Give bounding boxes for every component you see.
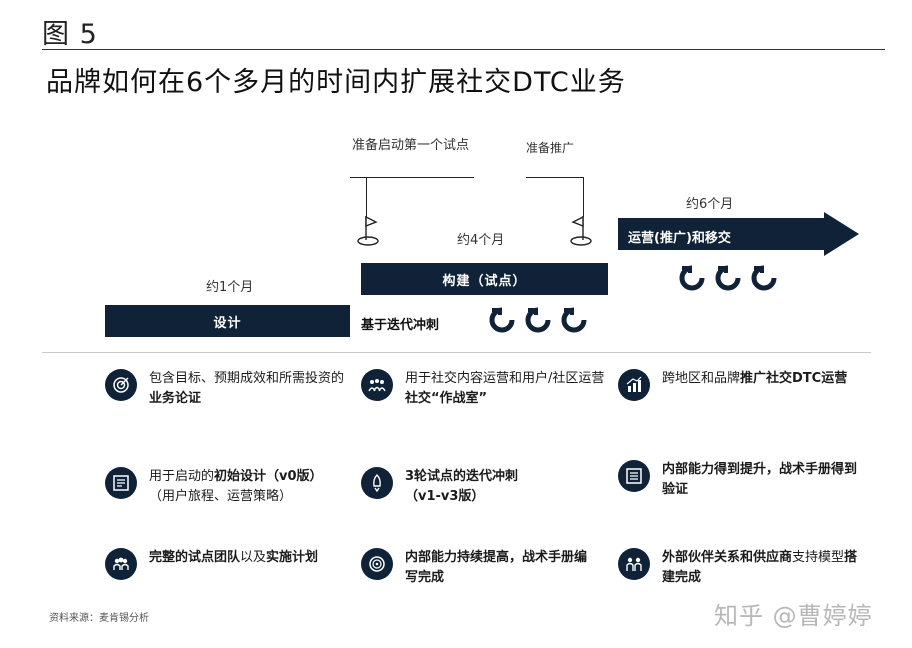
- feature-item: 3轮试点的迭代冲刺 （v1-v3版）: [361, 467, 606, 507]
- flag-icon: [357, 215, 379, 246]
- feature-item: 内部能力得到提升，战术手册得到验证: [618, 460, 868, 500]
- growth-chart-icon: [618, 369, 650, 401]
- feature-item: 外部伙伴关系和供应商支持模型搭建完成: [618, 548, 868, 588]
- feature-item: 完整的试点团队以及实施计划: [105, 548, 355, 580]
- feature-text-bold: 初始设计（v0版）: [214, 469, 323, 484]
- target-icon: [105, 369, 137, 401]
- feature-text: 支持模型: [792, 550, 845, 565]
- cycle-icon: [679, 265, 705, 291]
- feature-text-bold: 3轮试点的迭代冲刺: [405, 469, 519, 484]
- cycle-icon: [525, 307, 551, 333]
- gauge-icon: [361, 548, 393, 580]
- rocket-icon: [361, 467, 393, 499]
- feature-item: 内部能力持续提高，战术手册编写完成: [361, 548, 596, 588]
- milestone-pilot-label: 准备启动第一个试点: [352, 138, 470, 153]
- cycle-icon: [715, 265, 741, 291]
- phase-operate-arrow: [618, 212, 859, 256]
- cycle-icon: [489, 307, 515, 333]
- milestone-promo-label: 准备推广: [526, 141, 575, 155]
- cycle-icon: [751, 265, 777, 291]
- team-icon: [105, 548, 137, 580]
- figure-label: 图 5: [42, 19, 98, 50]
- cycle-icon: [561, 307, 587, 333]
- checklist-icon: [618, 460, 650, 492]
- phase-operate-duration: 约6个月: [686, 197, 734, 212]
- sprint-cycles: [488, 306, 588, 334]
- feature-item: 跨地区和品牌推广社交DTC运营: [618, 369, 868, 401]
- feature-text-bold: 实施计划: [266, 550, 319, 565]
- phase-design-label: 设计: [213, 315, 242, 331]
- feature-text-bold: 业务论证: [149, 391, 202, 406]
- feature-text-tail: （v1-v3版）: [405, 489, 485, 504]
- phase-build-note: 基于迭代冲刺: [361, 318, 440, 333]
- blueprint-icon: [105, 467, 137, 499]
- feature-text-bold: 内部能力得到提升，战术手册得到验证: [662, 462, 858, 497]
- feature-text-bold: 外部伙伴关系和供应商: [662, 550, 793, 565]
- feature-text: 用于社交内容运营和用户/社区运营: [405, 371, 605, 386]
- phase-design-duration: 约1个月: [206, 280, 254, 295]
- feature-item: 包含目标、预期成效和所需投资的业务论证: [105, 369, 353, 409]
- feature-text-bold: 搭建完成: [662, 550, 858, 585]
- milestone-promo-bracket: [526, 177, 584, 178]
- phase-build-bar: 构建（试点）: [361, 263, 608, 295]
- milestone-pilot-bracket: [350, 177, 474, 178]
- milestone-pilot-pole: [366, 177, 367, 217]
- watermark: 知乎 @曹婷婷: [714, 602, 873, 630]
- feature-item: 用于启动的初始设计（v0版） （用户旅程、运营策略）: [105, 467, 365, 507]
- page-title: 品牌如何在6个多月的时间内扩展社交DTC业务: [46, 67, 626, 98]
- source-note: 资料来源：麦肯锡分析: [49, 613, 149, 624]
- feature-text-bold: 推广社交DTC运营: [740, 371, 848, 386]
- section-divider: [42, 352, 871, 353]
- feature-text-bold: 内部能力持续提高，战术手册编写完成: [405, 550, 588, 585]
- feature-text: 跨地区和品牌: [662, 371, 741, 386]
- phase-build-label: 构建（试点）: [442, 273, 527, 289]
- partners-icon: [618, 548, 650, 580]
- feature-text: 以及: [240, 550, 267, 565]
- phase-design-bar: 设计: [105, 305, 350, 337]
- phase-operate-label: 运营(推广)和移交: [628, 231, 731, 246]
- feature-item: 用于社交内容运营和用户/社区运营社交“作战室”: [361, 369, 606, 409]
- flag-icon: [570, 215, 592, 246]
- operate-cycles: [678, 264, 778, 292]
- top-rule: [42, 49, 885, 50]
- feature-text-bold: 完整的试点团队: [149, 550, 241, 565]
- phase-build-duration: 约4个月: [457, 233, 505, 248]
- people-group-icon: [361, 369, 393, 401]
- feature-text: 用于启动的: [149, 469, 215, 484]
- milestone-promo-pole: [583, 177, 584, 217]
- feature-text: 包含目标、预期成效和所需投资的: [149, 371, 345, 386]
- feature-text-tail: （用户旅程、运营策略）: [149, 489, 293, 504]
- feature-text-bold: 社交“作战室”: [405, 391, 488, 406]
